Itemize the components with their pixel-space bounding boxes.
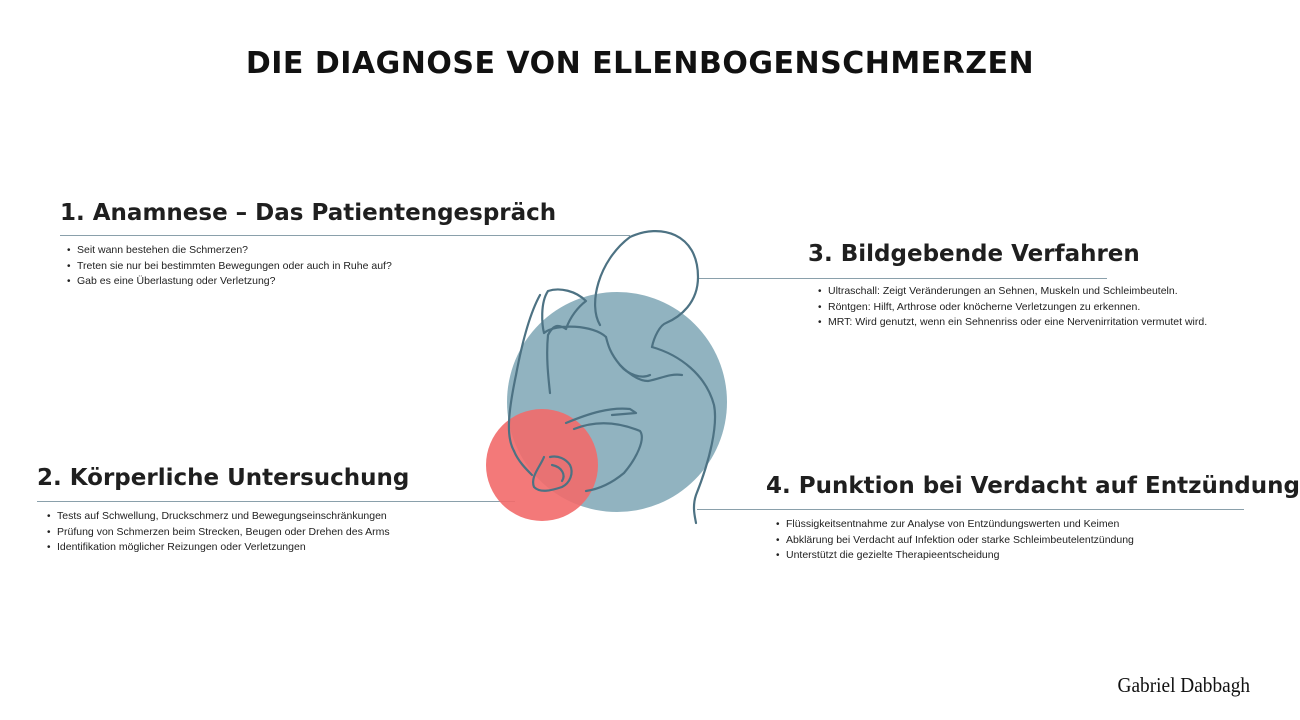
list-item: Unterstützt die gezielte Therapieentsche…	[774, 548, 1300, 564]
section-bildgebende-verfahren: 3. Bildgebende Verfahren Ultraschall: Ze…	[808, 241, 1207, 331]
bullet-list: Seit wann bestehen die Schmerzen? Treten…	[65, 243, 556, 290]
section-heading: 2. Körperliche Untersuchung	[37, 465, 410, 491]
list-item: Ultraschall: Zeigt Veränderungen an Sehn…	[816, 284, 1207, 300]
bullet-list: Ultraschall: Zeigt Veränderungen an Sehn…	[816, 284, 1207, 331]
list-item: Prüfung von Schmerzen beim Strecken, Beu…	[45, 525, 409, 541]
list-item: Seit wann bestehen die Schmerzen?	[65, 243, 556, 259]
divider-line	[697, 278, 1107, 279]
section-anamnese: 1. Anamnese – Das Patientengespräch Seit…	[60, 200, 556, 290]
elbow-pain-illustration	[486, 230, 727, 525]
section-heading: 4. Punktion bei Verdacht auf Entzündung	[766, 473, 1300, 499]
signature-logo: Gabriel Dabbagh	[1117, 673, 1250, 697]
list-item: Röntgen: Hilft, Arthrose oder knöcherne …	[816, 300, 1207, 316]
pain-highlight-circle	[486, 409, 598, 521]
list-item: MRT: Wird genutzt, wenn ein Sehnenriss o…	[816, 315, 1207, 331]
section-heading: 1. Anamnese – Das Patientengespräch	[60, 200, 557, 226]
list-item: Abklärung bei Verdacht auf Infektion ode…	[774, 533, 1300, 549]
section-koerperliche-untersuchung: 2. Körperliche Untersuchung Tests auf Sc…	[37, 465, 409, 556]
page-title: DIE DIAGNOSE VON ELLENBOGENSCHMERZEN	[245, 46, 1035, 81]
person-outline	[507, 230, 717, 525]
divider-line	[697, 509, 1244, 510]
divider-line	[60, 235, 630, 236]
bullet-list: Flüssigkeitsentnahme zur Analyse von Ent…	[774, 517, 1300, 564]
section-punktion: 4. Punktion bei Verdacht auf Entzündung …	[766, 473, 1300, 564]
list-item: Gab es eine Überlastung oder Verletzung?	[65, 274, 556, 290]
list-item: Flüssigkeitsentnahme zur Analyse von Ent…	[774, 517, 1300, 533]
divider-line	[37, 501, 515, 502]
list-item: Identifikation möglicher Reizungen oder …	[45, 540, 409, 556]
list-item: Tests auf Schwellung, Druckschmerz und B…	[45, 509, 409, 525]
list-item: Treten sie nur bei bestimmten Bewegungen…	[65, 259, 556, 275]
section-heading: 3. Bildgebende Verfahren	[808, 241, 1140, 267]
bullet-list: Tests auf Schwellung, Druckschmerz und B…	[45, 509, 409, 556]
